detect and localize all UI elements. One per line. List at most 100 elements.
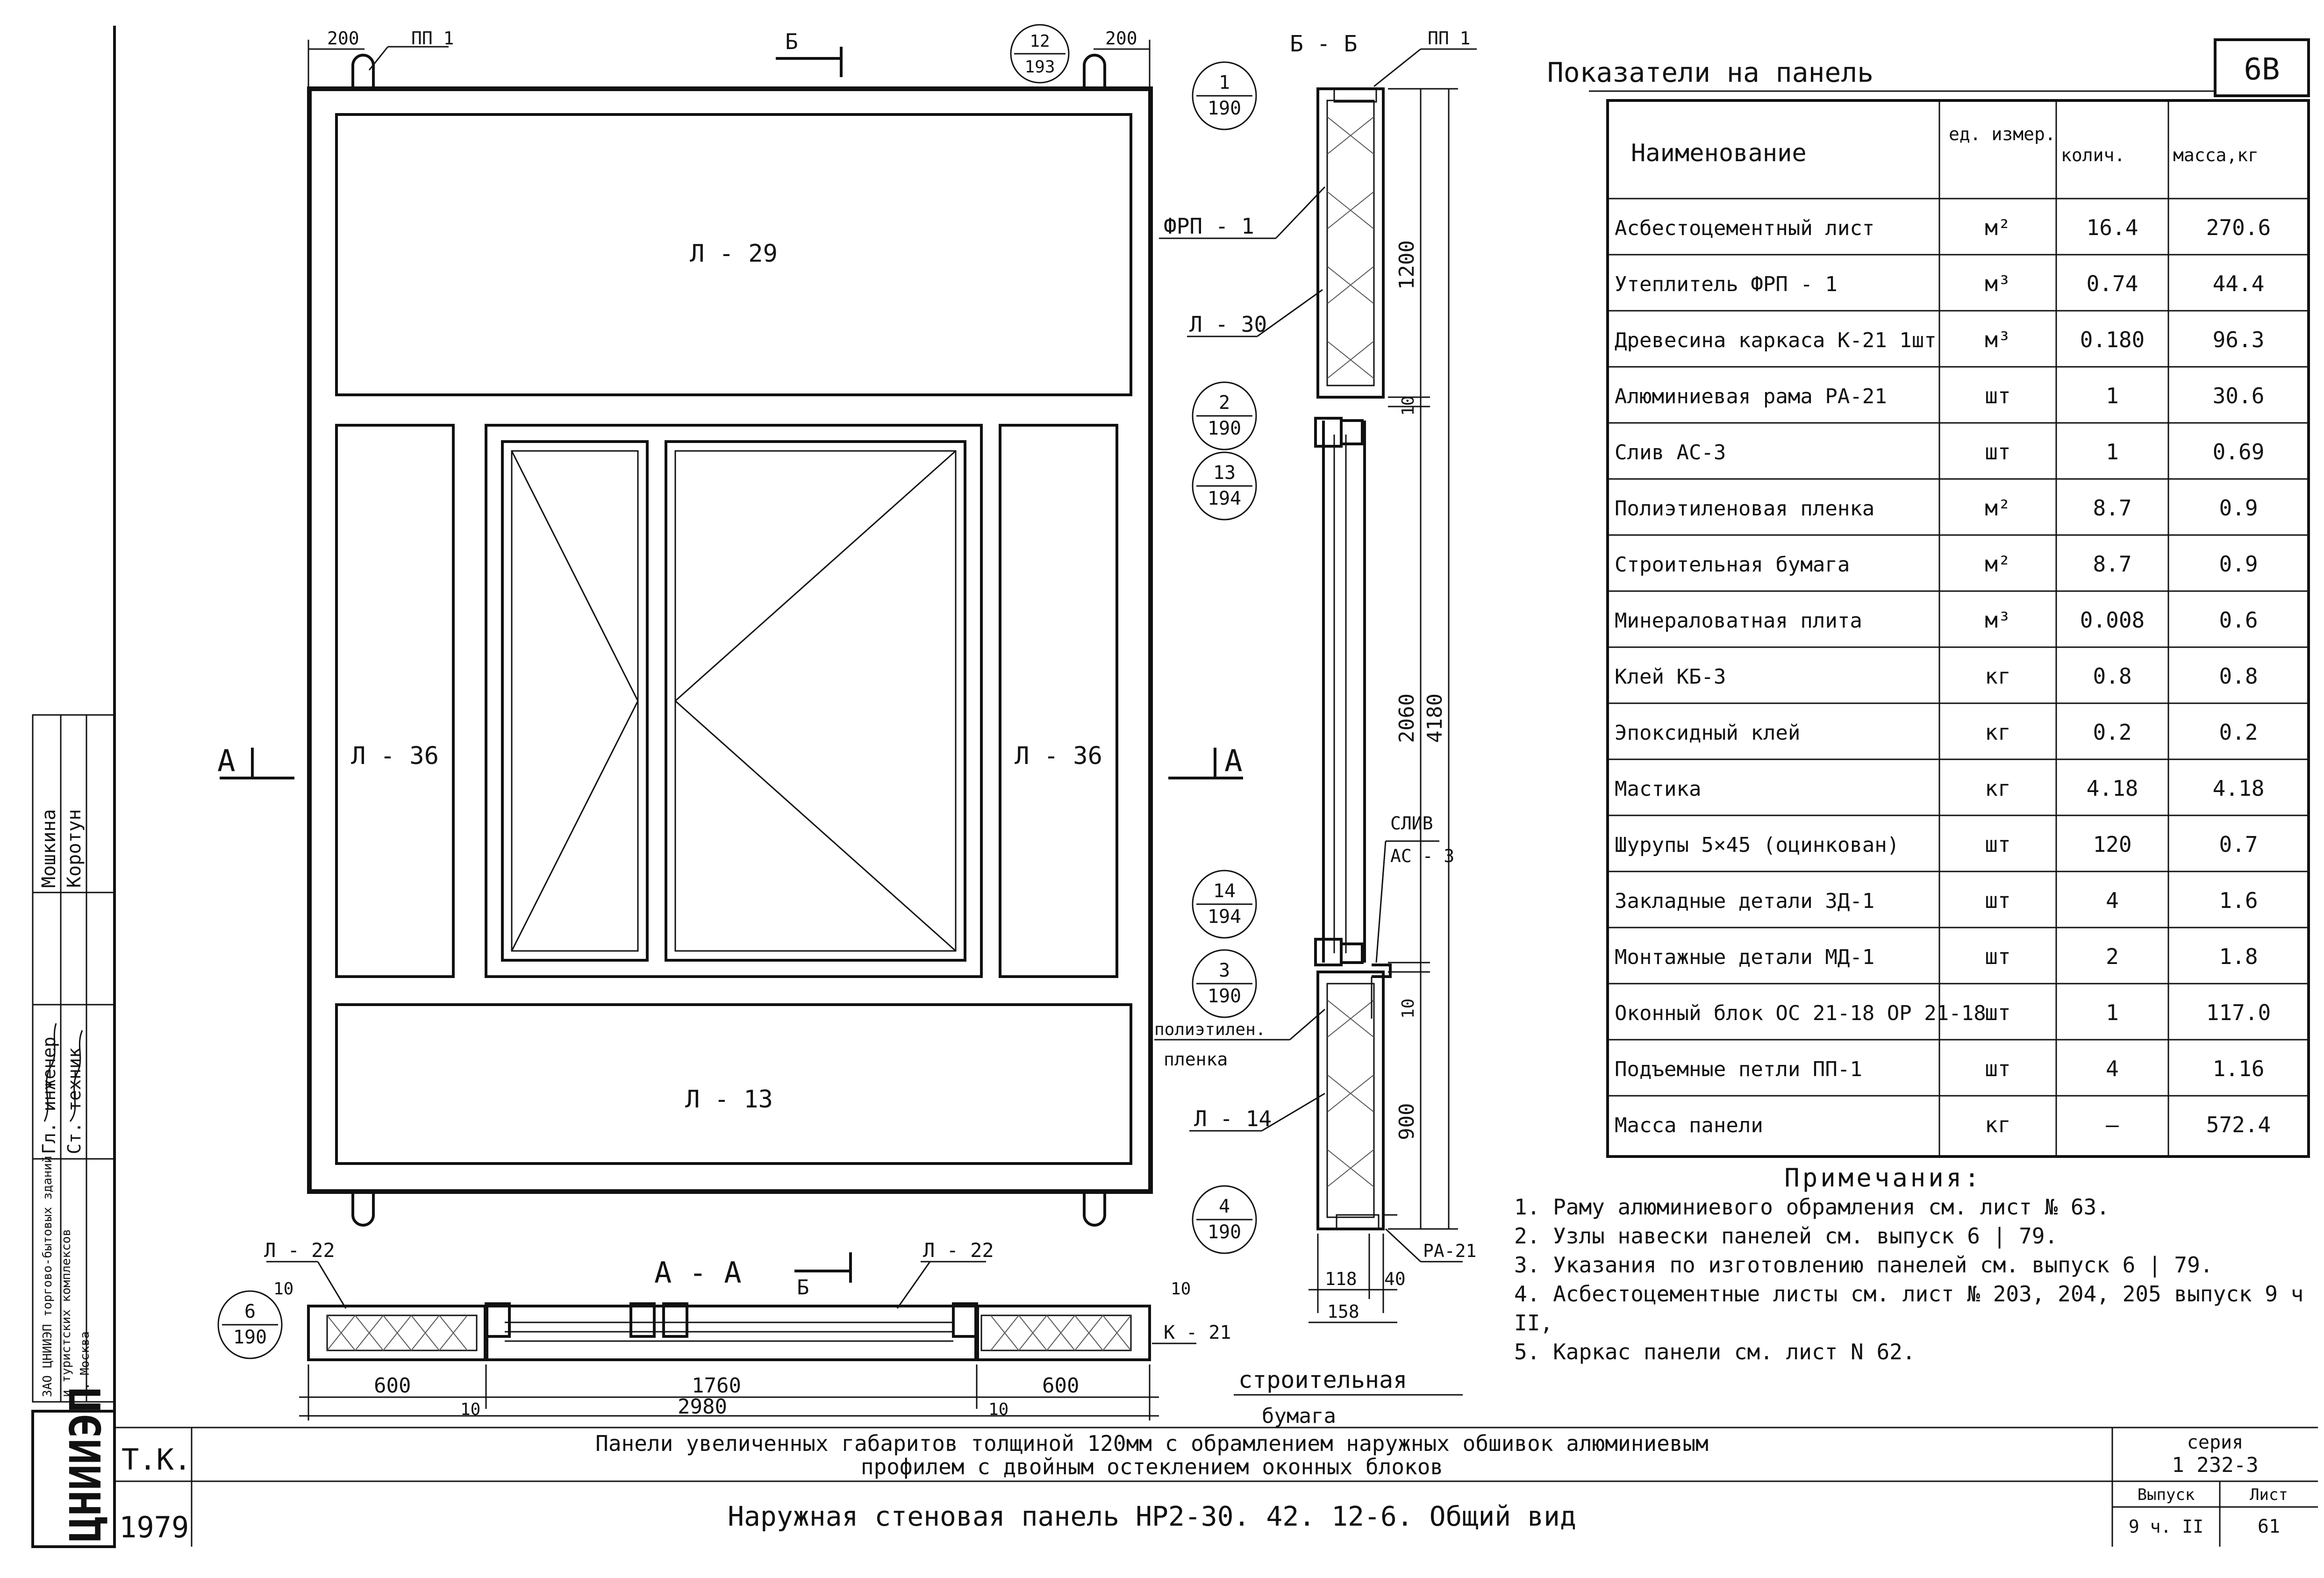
hdr-unit: ед. измер. bbox=[1949, 124, 2056, 144]
dim-4180: 4180 bbox=[1423, 693, 1447, 743]
table-title: Показатели на панель bbox=[1547, 57, 1874, 88]
panel-l29 bbox=[335, 113, 1132, 396]
table-cell: Асбестоцементный лист bbox=[1615, 216, 1874, 240]
table-cell: 270.6 bbox=[2206, 215, 2271, 240]
sash-left-diag-2 bbox=[511, 700, 639, 951]
tb-line3: Наружная стеновая панель НР2-30. 42. 12-… bbox=[728, 1500, 1576, 1532]
table-cell: м³ bbox=[1985, 327, 2010, 352]
stamp-signature-1 bbox=[43, 1023, 57, 1122]
sheet-code-box bbox=[2214, 38, 2310, 97]
callout-top: 3 bbox=[1219, 960, 1230, 981]
label-l29: Л - 29 bbox=[690, 240, 778, 268]
table-cell: Алюминиевая рама РА-21 bbox=[1615, 385, 1887, 408]
table-cell: Слив АС-3 bbox=[1615, 441, 1726, 464]
callouts: 1 190 12 193 2 190 13 194 14 194 bbox=[217, 24, 1257, 1359]
table-cell: м² bbox=[1985, 551, 2010, 577]
note-1: 1. Раму алюминиевого обрамления см. лист… bbox=[1514, 1194, 2109, 1220]
table-cell: Шурупы 5×45 (оцинкован) bbox=[1615, 833, 1899, 857]
hdr-name: Наименование bbox=[1631, 139, 1807, 167]
dim-600-right: 600 bbox=[1042, 1374, 1079, 1398]
table-cell: 0.9 bbox=[2219, 551, 2258, 577]
front-elevation: Л - 29 Л - 36 Л - 36 Л - 13 200 200 ПП 1… bbox=[217, 28, 1243, 1227]
stamp-name-1: Мошкина bbox=[38, 809, 60, 888]
table-cell: 0.7 bbox=[2219, 832, 2258, 857]
section-aa-b: Б bbox=[797, 1276, 809, 1300]
dim-1200: 1200 bbox=[1395, 240, 1419, 290]
sash-right-diag-2 bbox=[675, 700, 956, 952]
table-cell: Оконный блок ОС 21-18 ОР 21-18 bbox=[1615, 1001, 1986, 1025]
label-l14: Л - 14 bbox=[1194, 1106, 1272, 1131]
dim-200-right: 200 bbox=[1105, 28, 1137, 49]
table-cell: Монтажные детали МД-1 bbox=[1615, 945, 1874, 969]
table-cell: 1 bbox=[2106, 439, 2119, 464]
table-cell: 44.4 bbox=[2213, 271, 2265, 296]
callout-top: 13 bbox=[1213, 462, 1236, 484]
section-bb-loop: ПП 1 bbox=[1428, 28, 1471, 49]
callout-12-193: 12 193 bbox=[1010, 24, 1070, 84]
aa-hatch-right bbox=[990, 1315, 1131, 1351]
table-cell: кг bbox=[1985, 720, 2010, 745]
stamp-signature-2 bbox=[69, 1030, 83, 1122]
loop-bottom-left bbox=[351, 1194, 375, 1227]
table-cell: шт bbox=[1985, 383, 2010, 408]
stamp-org-3: г. Москва bbox=[78, 1331, 92, 1397]
table-cell: кг bbox=[1985, 664, 2010, 689]
section-aa: А - А Б Л - 22 Л - 22 К - 21 10 10 bbox=[264, 1239, 1463, 1428]
callout-2-190: 2 190 bbox=[1192, 381, 1257, 450]
dim-200-left: 200 bbox=[327, 28, 359, 49]
table-cell: 0.8 bbox=[2219, 664, 2258, 689]
loop-top-right bbox=[1083, 54, 1106, 89]
dim-10-right-top: 10 bbox=[1171, 1279, 1191, 1299]
tb-issue: 9 ч. II bbox=[2129, 1516, 2203, 1537]
table-cell: 572.4 bbox=[2206, 1112, 2271, 1137]
dim-10-bottom-left: 10 bbox=[460, 1400, 480, 1419]
cut-a-right-label: А bbox=[1224, 744, 1243, 778]
table-cell: Полиэтиленовая пленка bbox=[1615, 497, 1874, 521]
aa-hatch-left bbox=[327, 1315, 468, 1351]
table-cell: 8.7 bbox=[2093, 495, 2131, 521]
spec-table: Показатели на панель 6В Наименование ед.… bbox=[1547, 38, 2310, 1158]
cut-a-left-label: А bbox=[217, 744, 236, 778]
window-sash-right bbox=[665, 440, 966, 962]
label-l36-left: Л - 36 bbox=[351, 742, 439, 770]
label-paper-1: строительная bbox=[1238, 1366, 1407, 1393]
callout-top: 14 bbox=[1213, 880, 1236, 902]
table-cell: шт bbox=[1985, 1056, 2010, 1081]
loop-top-left bbox=[351, 54, 375, 89]
table-cell: Подъемные петли ПП-1 bbox=[1615, 1057, 1862, 1081]
bb-insulation-hatch-lower bbox=[1327, 1000, 1374, 1187]
table-cell: 120 bbox=[2093, 832, 2131, 857]
sheet-code: 6В bbox=[2244, 52, 2280, 87]
aa-left-panel bbox=[326, 1314, 478, 1351]
table-cell: м³ bbox=[1985, 607, 2010, 633]
table-cell: Масса панели bbox=[1615, 1114, 1763, 1137]
stamp-role-1: Гл. инженер bbox=[39, 1036, 59, 1154]
window-sash-left bbox=[501, 440, 649, 962]
table-cell: м² bbox=[1985, 495, 2010, 521]
dim-10-bottom-right: 10 bbox=[988, 1400, 1008, 1419]
label-paper-2: бумага bbox=[1262, 1404, 1336, 1428]
table-cell: шт bbox=[1985, 832, 2010, 857]
table-cell: 0.69 bbox=[2213, 439, 2265, 464]
table-cell: 1 bbox=[2106, 1000, 2119, 1025]
table-cell: 0.180 bbox=[2080, 327, 2145, 352]
tb-sheet-label: Лист bbox=[2250, 1485, 2288, 1504]
table-cell: Закладные детали ЗД-1 bbox=[1615, 889, 1874, 913]
notes-title: Примечания: bbox=[1784, 1163, 1982, 1192]
label-polyethylene: полиэтилен. bbox=[1154, 1020, 1266, 1039]
panel-l13 bbox=[335, 1003, 1132, 1165]
table-cell: 4.18 bbox=[2213, 776, 2265, 801]
title-block: Т.К. 1979 Панели увеличенных габаритов т… bbox=[119, 1431, 2288, 1544]
table-cell: м² bbox=[1985, 215, 2010, 240]
label-frp1: ФРП - 1 bbox=[1164, 214, 1254, 239]
loop-bottom-right bbox=[1083, 1194, 1106, 1227]
table-cell: 30.6 bbox=[2213, 383, 2265, 408]
table-cell: кг bbox=[1985, 1112, 2010, 1137]
callout-bottom: 193 bbox=[1024, 57, 1055, 77]
dim-10-left-top: 10 bbox=[273, 1279, 293, 1299]
table-frame bbox=[1606, 99, 2310, 1158]
callout-bottom: 190 bbox=[1208, 985, 1241, 1007]
table-cell: 0.74 bbox=[2087, 271, 2138, 296]
hdr-qty: колич. bbox=[2061, 145, 2125, 165]
table-cell: Древесина каркаса К-21 1шт bbox=[1615, 328, 1937, 352]
